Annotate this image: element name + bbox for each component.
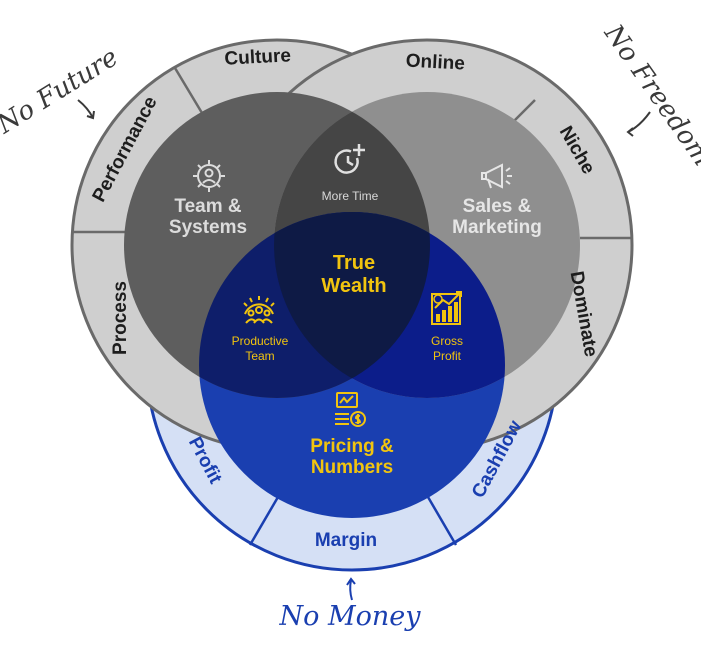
arrow-icon-no-freedom <box>626 111 651 137</box>
pricing-label-line1: Pricing & <box>310 436 394 457</box>
sales-label-line1: Sales & <box>463 196 532 217</box>
team-gear-icon <box>243 296 275 324</box>
sales-label-line2: Marketing <box>452 217 542 238</box>
ring-label-process: Process <box>110 281 131 355</box>
true-wealth-line2: Wealth <box>321 275 386 297</box>
arrow-icon-no-money <box>346 577 356 601</box>
gross-profit-line1: Gross <box>431 334 463 348</box>
price-chart-icon <box>335 392 366 427</box>
ring-label-online: Online <box>405 50 465 74</box>
annotation-no-freedom: No Freedom <box>597 18 701 171</box>
megaphone-icon <box>481 163 512 189</box>
productive-team-line1: Productive <box>232 334 289 348</box>
bottom-ring-dividers <box>248 496 458 546</box>
ring-label-margin: Margin <box>315 530 377 551</box>
gross-profit-line2: Profit <box>433 349 462 363</box>
arrow-icon-no-future <box>77 99 95 120</box>
team-label-line1: Team & <box>174 196 242 217</box>
team-label-line2: Systems <box>169 217 247 238</box>
bar-chart-icon <box>431 291 462 325</box>
gear-person-icon <box>193 160 225 192</box>
annotation-no-money: No Money <box>279 601 422 632</box>
more-time-label: More Time <box>322 189 379 203</box>
annotation-no-future: No Future <box>0 42 124 140</box>
ring-label-culture: Culture <box>224 45 292 69</box>
pricing-label-line2: Numbers <box>311 457 393 478</box>
productive-team-line2: Team <box>245 349 274 363</box>
true-wealth-line1: True <box>333 252 375 274</box>
clock-plus-icon <box>334 144 365 174</box>
